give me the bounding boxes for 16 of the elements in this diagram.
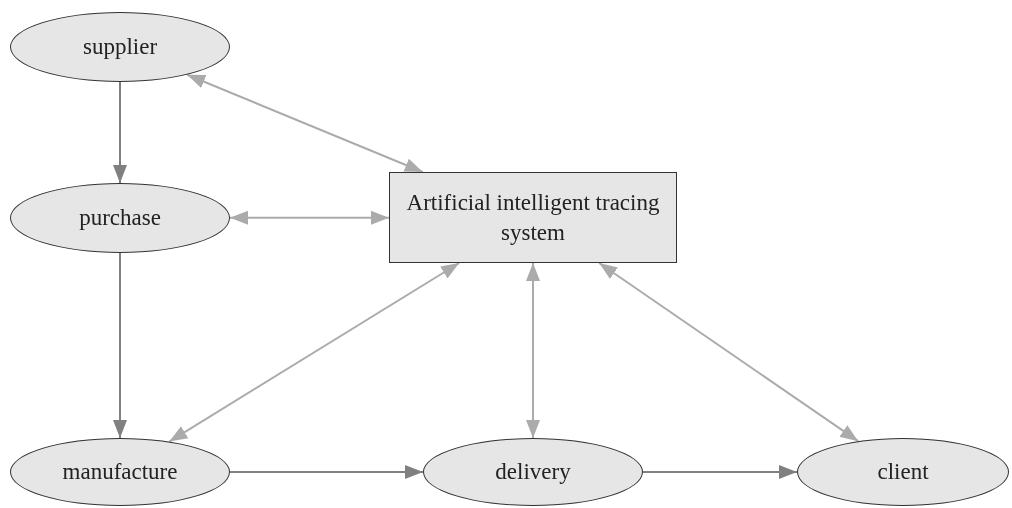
arrow [186,73,424,173]
arrow [168,262,461,443]
arrow [526,262,540,439]
arrow [642,465,798,479]
arrow [113,81,127,184]
node-label: Artificial intelligent tracing system [405,188,661,247]
node-label: purchase [78,204,162,232]
node-label: client [876,458,930,486]
arrow [113,252,127,439]
system-box [389,172,677,263]
node-label: supplier [81,33,159,61]
node-label: delivery [494,458,572,486]
arrow [229,465,424,479]
arrow [598,262,860,443]
node-label: manufacture [61,458,179,486]
arrow [229,210,390,225]
